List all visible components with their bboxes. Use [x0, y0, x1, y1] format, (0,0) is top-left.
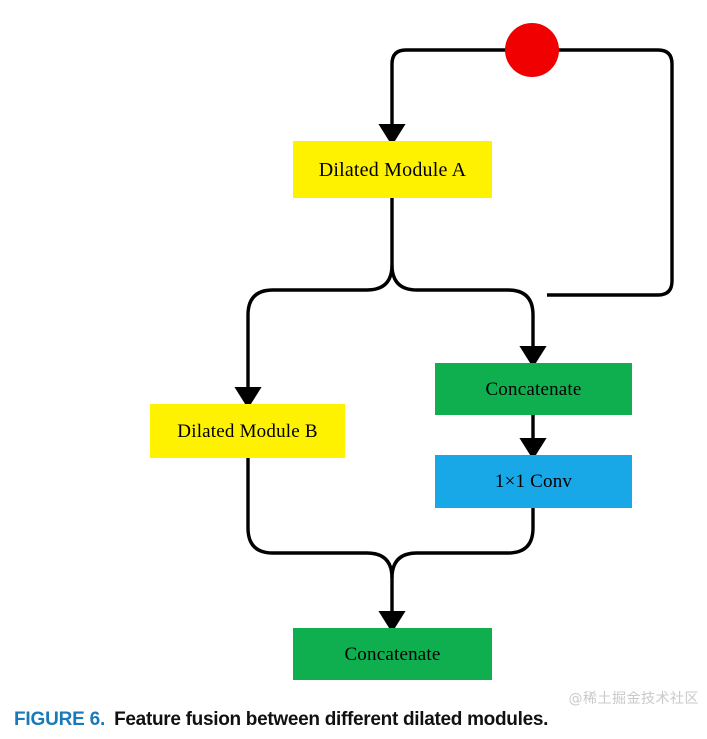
node-label-concatenate-upper: Concatenate	[485, 378, 582, 400]
edge-module-a-split-to-module-b	[234, 264, 394, 409]
node-label-concatenate-lower: Concatenate	[344, 643, 441, 665]
figure-caption: FIGURE 6. Feature fusion between differe…	[0, 700, 707, 739]
flow-diagram-canvas	[234, 23, 674, 633]
edge-input-to-concatenate-upper	[532, 48, 674, 297]
edge-module-b-to-concatenate-lower	[246, 458, 406, 633]
node-dilated-module-a[interactable]: Dilated Module A	[293, 141, 492, 198]
edge-module-a-split-to-concatenate-upper	[390, 264, 547, 368]
edge-input-to-module-a	[378, 48, 532, 146]
watermark: @稀土掘金技术社区	[568, 691, 699, 707]
caption-figure-number: FIGURE 6.	[14, 708, 106, 730]
node-concatenate-upper[interactable]: Concatenate	[435, 363, 632, 415]
node-label-conv-1x1: 1×1 Conv	[494, 471, 573, 492]
node-label-dilated-module-b: Dilated Module B	[177, 420, 318, 442]
node-dilated-module-b[interactable]: Dilated Module B	[150, 404, 345, 458]
node-concatenate-lower[interactable]: Concatenate	[293, 628, 492, 680]
input-node-circle	[505, 23, 559, 77]
caption-figure-text: Feature fusion between different dilated…	[114, 708, 549, 730]
edge-conv-to-concatenate-lower	[390, 508, 535, 579]
node-conv-1x1[interactable]: 1×1 Conv	[435, 455, 632, 508]
node-label-dilated-module-a: Dilated Module A	[318, 158, 467, 181]
